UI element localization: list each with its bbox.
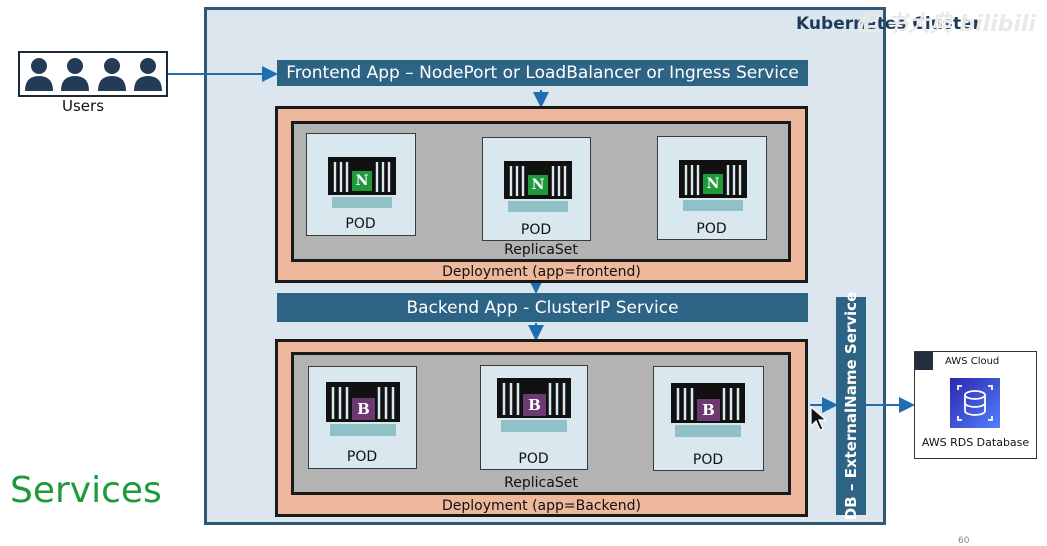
rds-database-icon <box>950 378 1000 428</box>
frontend-pod-1: N POD <box>306 133 416 236</box>
aws-cloud-label: AWS Cloud <box>945 356 1000 367</box>
watermark: 但 书大典 bilibili <box>856 12 1037 37</box>
backend-pod-1-label: POD <box>346 449 378 465</box>
users-icon <box>25 58 162 91</box>
users-box <box>18 51 168 97</box>
frontend-replicaset-label: ReplicaSet <box>504 242 578 258</box>
backend-pod-3-letter: B <box>697 399 720 421</box>
rds-database-label: AWS RDS Database <box>921 436 1030 449</box>
frontend-pod-1-letter: N <box>352 171 372 191</box>
backend-pod-2: B POD <box>480 365 588 470</box>
mouse-cursor-icon <box>810 405 828 431</box>
frontend-pod-1-label: POD <box>345 216 376 232</box>
externalname-service-label: DB – ExternalName Service <box>842 291 860 521</box>
aws-cloud-header-icon <box>915 352 933 370</box>
frontend-pod-2-label: POD <box>520 222 552 238</box>
backend-pod-3-label: POD <box>692 452 724 468</box>
backend-pod-1-letter: B <box>352 398 375 420</box>
backend-replicaset-label: ReplicaSet <box>504 475 578 491</box>
frontend-pod-3-label: POD <box>696 221 727 237</box>
backend-service-bar: Backend App - ClusterIP Service <box>277 293 808 322</box>
slide-title: Services <box>10 470 162 511</box>
cluster-title: Kubernetes Cluster <box>796 14 981 34</box>
rds-database-glyph <box>957 385 993 421</box>
frontend-pod-3: N POD <box>657 136 767 240</box>
externalname-service-bar: DB – ExternalName Service <box>836 292 866 520</box>
backend-pod-1: B POD <box>308 366 417 469</box>
frontend-pod-2-letter: N <box>528 175 548 195</box>
frontend-service-bar: Frontend App – NodePort or LoadBalancer … <box>277 60 808 86</box>
backend-pod-2-letter: B <box>523 394 546 416</box>
users-label: Users <box>62 97 105 115</box>
page-number: 60 <box>958 536 970 546</box>
backend-deployment-label: Deployment (app=Backend) <box>442 498 641 514</box>
backend-pod-2-label: POD <box>518 451 549 467</box>
frontend-pod-2: N POD <box>482 137 591 241</box>
frontend-pod-3-letter: N <box>703 174 723 194</box>
backend-pod-3: B POD <box>653 366 764 471</box>
frontend-deployment-label: Deployment (app=frontend) <box>442 264 641 280</box>
